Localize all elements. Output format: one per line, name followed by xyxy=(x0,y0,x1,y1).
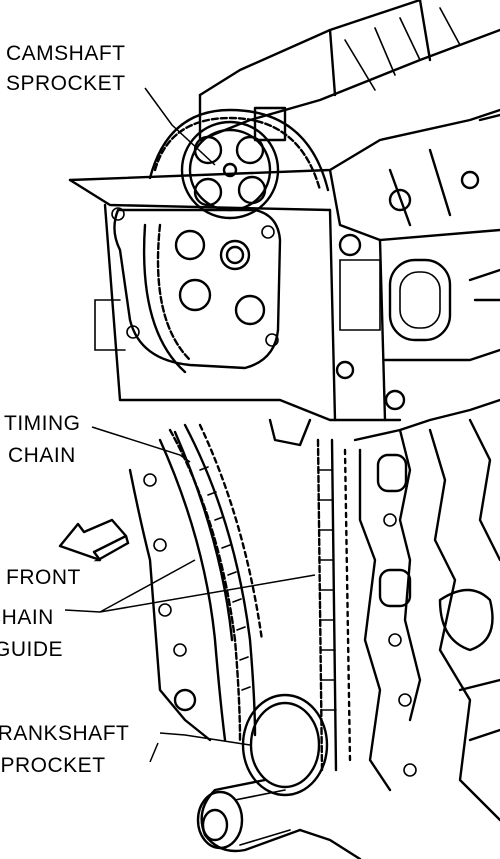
leader-lines xyxy=(64,87,316,763)
timing-chain-label-line1: TIMING xyxy=(4,412,81,435)
timing-chain-label-line2: CHAIN xyxy=(8,444,76,467)
front-label: FRONT xyxy=(6,566,81,589)
crankshaft-sprocket-label-line1: CRANKSHAFT xyxy=(0,722,129,745)
cylinder-head xyxy=(68,0,500,422)
engine-block xyxy=(128,398,500,822)
camshaft-sprocket-label-line2: SPROCKET xyxy=(6,72,126,95)
arrow-down-left-icon xyxy=(58,518,130,562)
chain-guide-label-line1: CHAIN xyxy=(0,606,54,629)
chain-guide-label-line2: GUIDE xyxy=(0,638,63,661)
camshaft-sprocket-label-line1: CAMSHAFT xyxy=(6,42,126,65)
crankshaft-sprocket xyxy=(196,693,362,859)
camshaft-sprocket xyxy=(174,120,280,326)
crankshaft-sprocket-label-line2: SPROCKET xyxy=(0,754,106,777)
front-cover-plate xyxy=(111,207,282,370)
